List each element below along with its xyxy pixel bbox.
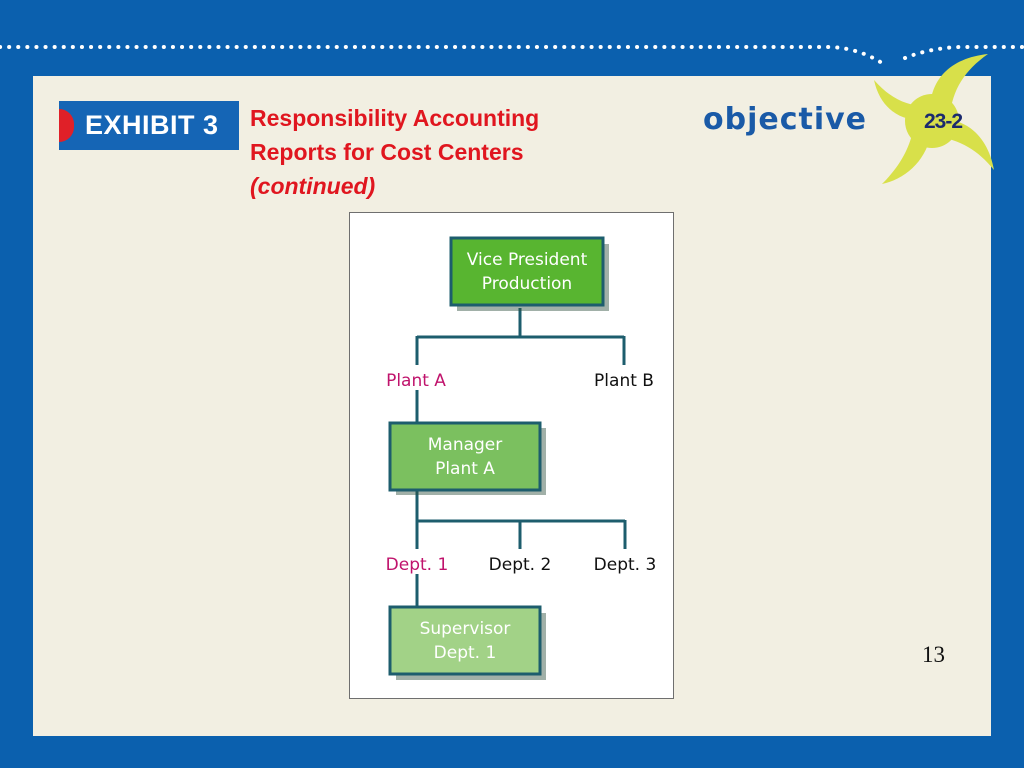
objective-burst-icon [874, 54, 994, 184]
org-chart-figure: Vice President Production Plant A Plant … [349, 212, 674, 699]
manager-plant-a-node: Manager Plant A [388, 421, 546, 495]
org-chart: Vice President Production Plant A Plant … [386, 236, 657, 680]
exhibit-tab-marker [59, 109, 74, 142]
page-number: 13 [922, 642, 945, 667]
title-line-3: (continued) [250, 173, 376, 199]
supervisor-line-2: Dept. 1 [434, 643, 497, 663]
slide-title: Responsibility Accounting Reports for Co… [250, 101, 539, 203]
exhibit-tag: EXHIBIT 3 [59, 101, 239, 150]
vp-production-node: Vice President Production [449, 236, 609, 311]
dept-2-label: Dept. 2 [489, 555, 552, 575]
plant-a-label: Plant A [386, 371, 446, 391]
objective-label: objective [703, 102, 868, 137]
dept-3-label: Dept. 3 [594, 555, 657, 575]
manager-line-2: Plant A [435, 459, 495, 479]
supervisor-line-1: Supervisor [420, 619, 511, 639]
dotted-divider [0, 45, 1024, 67]
dept-1-label: Dept. 1 [386, 555, 449, 575]
title-line-1: Responsibility Accounting [250, 105, 540, 131]
supervisor-dept-1-node: Supervisor Dept. 1 [388, 605, 546, 680]
vp-line-2: Production [482, 274, 572, 294]
exhibit-label: EXHIBIT 3 [85, 110, 219, 140]
manager-line-1: Manager [428, 435, 503, 455]
plant-b-label: Plant B [594, 371, 654, 391]
title-line-2: Reports for Cost Centers [250, 139, 524, 165]
objective-number: 23-2 [924, 110, 963, 133]
vp-line-1: Vice President [467, 250, 588, 270]
